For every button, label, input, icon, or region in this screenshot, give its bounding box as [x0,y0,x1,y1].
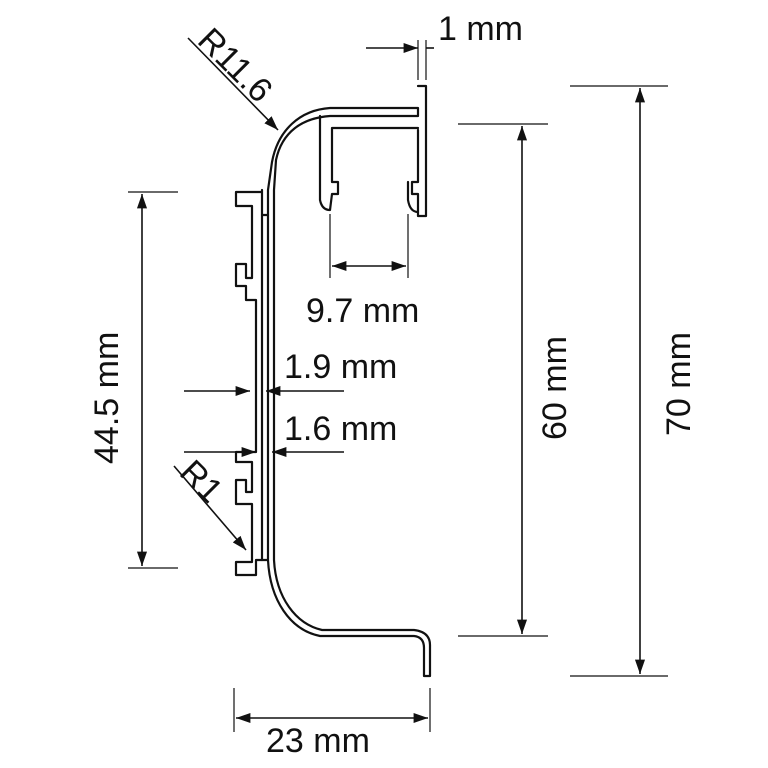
dim-width-bottom: 23 mm [233,688,431,760]
dim-wall-1: 1.9 mm [184,348,397,397]
label-width-bottom: 23 mm [266,722,370,760]
label-radius-large: R11.6 [190,21,279,110]
label-wall-1: 1.9 mm [284,348,397,386]
dim-radius-large: R11.6 [187,21,280,131]
clip-channel-right [406,180,420,214]
dim-height-inner: 60 mm [458,123,574,637]
label-radius-small: R1 [172,453,230,511]
dim-height-total: 70 mm [570,85,698,677]
label-height-total: 70 mm [660,332,698,436]
label-thickness-top: 1 mm [438,10,523,48]
clip-channel-left [318,114,420,212]
skirting-profile [234,84,432,678]
label-height-left: 44.5 mm [88,332,126,464]
dim-thickness-top: 1 mm [366,10,523,80]
dim-wall-2: 1.6 mm [184,410,397,458]
back-wall [234,188,264,577]
back-wall-inner [260,213,270,562]
label-groove-width: 9.7 mm [306,292,419,330]
label-height-inner: 60 mm [536,336,574,440]
outer-wall [266,106,432,678]
top-flange [410,84,428,218]
dim-height-left: 44.5 mm [88,191,178,569]
dim-groove-width: 9.7 mm [306,214,419,330]
label-wall-2: 1.6 mm [284,410,397,448]
